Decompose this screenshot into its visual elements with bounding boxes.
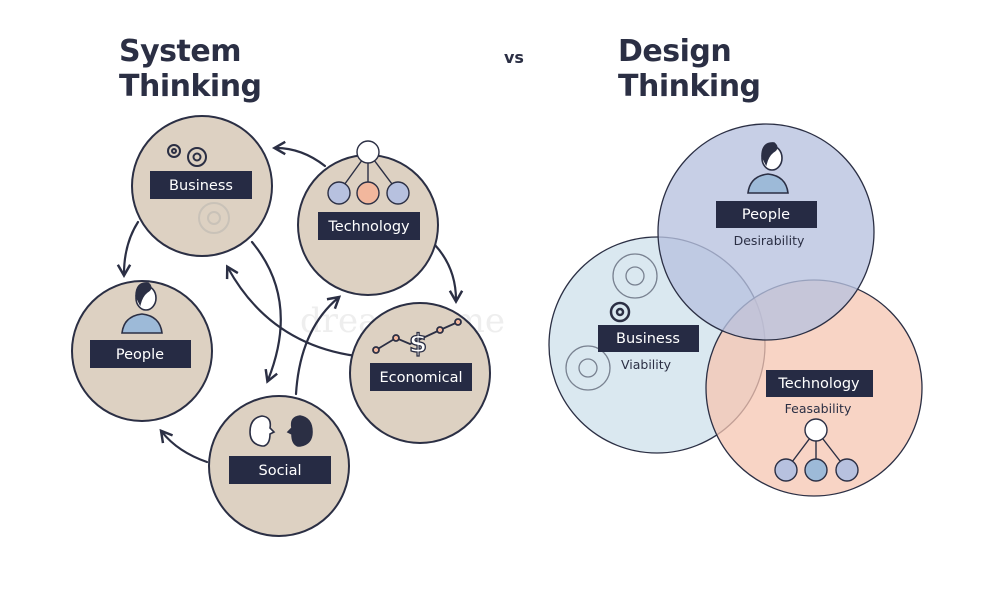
network-tree-icon: [774, 418, 859, 482]
label-box: [90, 340, 191, 368]
person-icon: [747, 142, 789, 194]
node-label: Social: [259, 463, 302, 479]
system-node-technology: Technology: [297, 140, 439, 296]
design-thinking-title: Design Thinking: [618, 34, 761, 104]
venn-label-box-business: [598, 325, 699, 352]
network-tree-icon: [327, 140, 410, 205]
label-box: [370, 363, 472, 391]
venn-sublabel-people: Desirability: [734, 233, 805, 248]
node-label: Business: [169, 178, 233, 194]
system-node-business: Business: [131, 115, 273, 257]
arrow-social-to-technology: [294, 295, 342, 396]
two-heads-icon: [249, 415, 313, 447]
arrow-economical-to-business: [225, 264, 358, 358]
venn-label-business: Business: [616, 331, 680, 347]
label-box: [150, 171, 252, 199]
gears-icon: [167, 144, 230, 234]
node-label: Economical: [379, 370, 462, 386]
dollar-growth-icon: [372, 318, 462, 354]
small-gear-icon: [609, 301, 631, 323]
venn-label-people: People: [742, 207, 790, 223]
dollar-icon: $: [409, 329, 427, 359]
node-label: People: [116, 347, 164, 363]
node-label: Technology: [327, 219, 410, 235]
venn-sublabel-business: Viability: [621, 357, 672, 372]
design-thinking-venn: People Desirability Business Viability T…: [548, 123, 923, 497]
vs-label: vs: [504, 48, 524, 67]
system-node-social: Social: [208, 395, 350, 537]
arrow-business-to-social: [250, 240, 282, 384]
venn-label-technology: Technology: [777, 376, 860, 392]
system-node-economical: $ Economical: [349, 302, 491, 444]
label-box: [318, 212, 420, 240]
arrow-social-to-people: [159, 428, 209, 464]
gears-icon: [565, 253, 658, 391]
label-box: [229, 456, 331, 484]
venn-sublabel-technology: Feasability: [785, 401, 852, 416]
person-icon: [121, 282, 163, 334]
system-thinking-title: System Thinking: [119, 34, 262, 104]
arrow-technology-to-business: [271, 140, 327, 168]
venn-label-box-technology: [766, 370, 873, 397]
system-thinking-diagram: Business Technology People: [71, 115, 491, 537]
arrow-technology-to-economical: [433, 243, 464, 305]
system-node-people: People: [71, 280, 213, 422]
arrow-business-to-people: [116, 220, 140, 279]
venn-circle-people: [657, 123, 875, 341]
venn-label-box-people: [716, 201, 817, 228]
